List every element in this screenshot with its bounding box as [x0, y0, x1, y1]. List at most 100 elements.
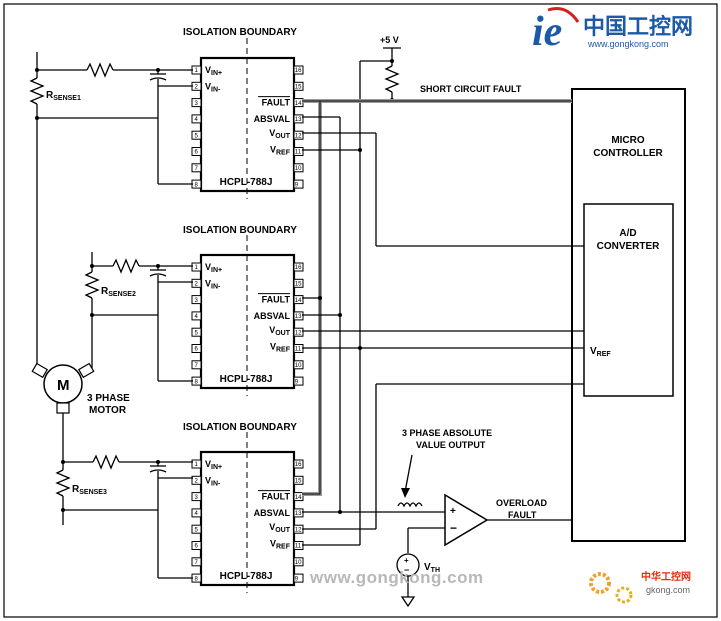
- chip-pin-right: [293, 360, 304, 370]
- chip-pin-number: 9: [295, 576, 299, 582]
- chip-pin-right: [293, 114, 304, 124]
- vref-adc-label: VREF: [590, 346, 611, 358]
- ad-label-line1: A/D: [619, 228, 636, 239]
- chip-pin-number: 11: [295, 150, 302, 156]
- overload-label-line2: FAULT: [508, 510, 537, 520]
- sense-network-1: RSENSE1: [29, 52, 193, 368]
- vref-label: VREF: [270, 539, 291, 551]
- vref-label: VREF: [270, 145, 291, 157]
- overload-comparator: 3 PHASE ABSOLUTE VALUE OUTPUT + − OVERLO…: [396, 428, 572, 608]
- vin-minus-label: VIN-: [205, 81, 221, 93]
- chip-pin-left: [191, 262, 202, 272]
- chip-pin-number: 7: [195, 363, 199, 369]
- chip-pin-number: 1: [195, 68, 199, 74]
- filter-inductor-symbol: [397, 502, 423, 508]
- chip-pin-right: [293, 492, 304, 502]
- chip-pin-left: [191, 475, 202, 485]
- chip-pin-left: [191, 130, 202, 140]
- chip-pin-right: [293, 278, 304, 288]
- chip-pin-number: 12: [295, 527, 302, 533]
- chip-pin-number: 12: [295, 330, 302, 336]
- chip-pin-right: [293, 557, 304, 567]
- chip-pin-number: 16: [295, 265, 302, 271]
- ad-label-line2: CONVERTER: [597, 241, 661, 252]
- chip-pin-number: 12: [295, 133, 302, 139]
- motor-label-line1: 3 PHASE: [87, 393, 130, 404]
- chip-pin-left: [191, 508, 202, 518]
- chip-pin-number: 3: [195, 101, 199, 107]
- chip-pin-right: [293, 179, 304, 189]
- chip-pin-left: [191, 327, 202, 337]
- chip-pin-right: [293, 262, 304, 272]
- comparator-triangle: [444, 493, 489, 547]
- chip-pin-right: [293, 163, 304, 173]
- chip-pin-number: 13: [295, 314, 302, 320]
- vin-plus-label: VIN+: [205, 65, 222, 77]
- chip-pin-left: [191, 311, 202, 321]
- sense-resistor-3: [55, 469, 71, 497]
- vin-plus-label: VIN+: [205, 262, 222, 274]
- vout-lines: [302, 132, 584, 530]
- chip-pin-left: [191, 98, 202, 108]
- chip-pin-number: 16: [295, 462, 302, 468]
- chip-pin-number: 9: [295, 182, 299, 188]
- sense-resistor-2: [84, 271, 100, 299]
- chip-pin-left: [191, 492, 202, 502]
- chip-pin-number: 4: [195, 314, 199, 320]
- logo-brand-text: 中国工控网: [583, 14, 693, 39]
- chip-pin-number: 6: [195, 544, 199, 550]
- chip-pin-number: 7: [195, 560, 199, 566]
- chip-part-number: HCPL-788J: [220, 571, 273, 582]
- series-resistor-1: [86, 62, 114, 78]
- chip-pin-number: 16: [295, 68, 302, 74]
- ad-converter-box: [583, 203, 674, 397]
- isolation-boundary-label-3: ISOLATION BOUNDARY: [183, 422, 297, 433]
- absval-bus: [302, 116, 420, 514]
- chip-pin-number: 1: [195, 265, 199, 271]
- corner-url-text: gkong.com: [646, 585, 690, 595]
- motor-symbol: M: [57, 377, 70, 394]
- vref-lines: [302, 148, 584, 546]
- chip-pin-left: [191, 295, 202, 305]
- fault-label: FAULT: [262, 295, 291, 305]
- chip-pin-left: [191, 114, 202, 124]
- vin-minus-label: VIN-: [205, 278, 221, 290]
- ground-symbol: [400, 596, 416, 608]
- micro-label-line2: CONTROLLER: [593, 148, 663, 159]
- chip-part-number: HCPL-788J: [220, 374, 273, 385]
- vth-label: VTH: [424, 562, 440, 574]
- chip-pin-right: [293, 130, 304, 140]
- three-phase-motor: M 3 PHASE MOTOR: [31, 362, 130, 462]
- chip-pin-right: [293, 65, 304, 75]
- chip-pin-right: [293, 311, 304, 321]
- corner-brand-text: 中华工控网: [641, 570, 691, 583]
- diagram-frame: [3, 3, 718, 618]
- svg-text:−: −: [404, 565, 409, 575]
- logo-ie-mark: ie: [532, 9, 562, 55]
- chip-pin-right: [293, 459, 304, 469]
- chip-pin-right: [293, 295, 304, 305]
- abs-value-label-line2: VALUE OUTPUT: [416, 440, 486, 450]
- overload-label-line1: OVERLOAD: [496, 498, 548, 508]
- chip-pin-number: 13: [295, 511, 302, 517]
- chip-pin-number: 8: [195, 576, 199, 582]
- fault-label: FAULT: [262, 492, 291, 502]
- comparator-minus: −: [450, 521, 457, 535]
- chip-part-number: HCPL-788J: [220, 177, 273, 188]
- chip-pin-number: 14: [295, 298, 302, 304]
- vout-label: VOUT: [269, 128, 291, 140]
- chip-pin-number: 10: [295, 166, 302, 172]
- vout-label: VOUT: [269, 325, 291, 337]
- chip-pin-number: 9: [295, 379, 299, 385]
- chip-pin-number: 11: [295, 347, 302, 353]
- logo-swoosh: [547, 7, 580, 23]
- chip-pin-left: [191, 278, 202, 288]
- chip-pin-number: 7: [195, 166, 199, 172]
- gear-small-icon: [615, 586, 633, 604]
- svg-text:+: +: [404, 556, 409, 565]
- chip-pin-number: 3: [195, 495, 199, 501]
